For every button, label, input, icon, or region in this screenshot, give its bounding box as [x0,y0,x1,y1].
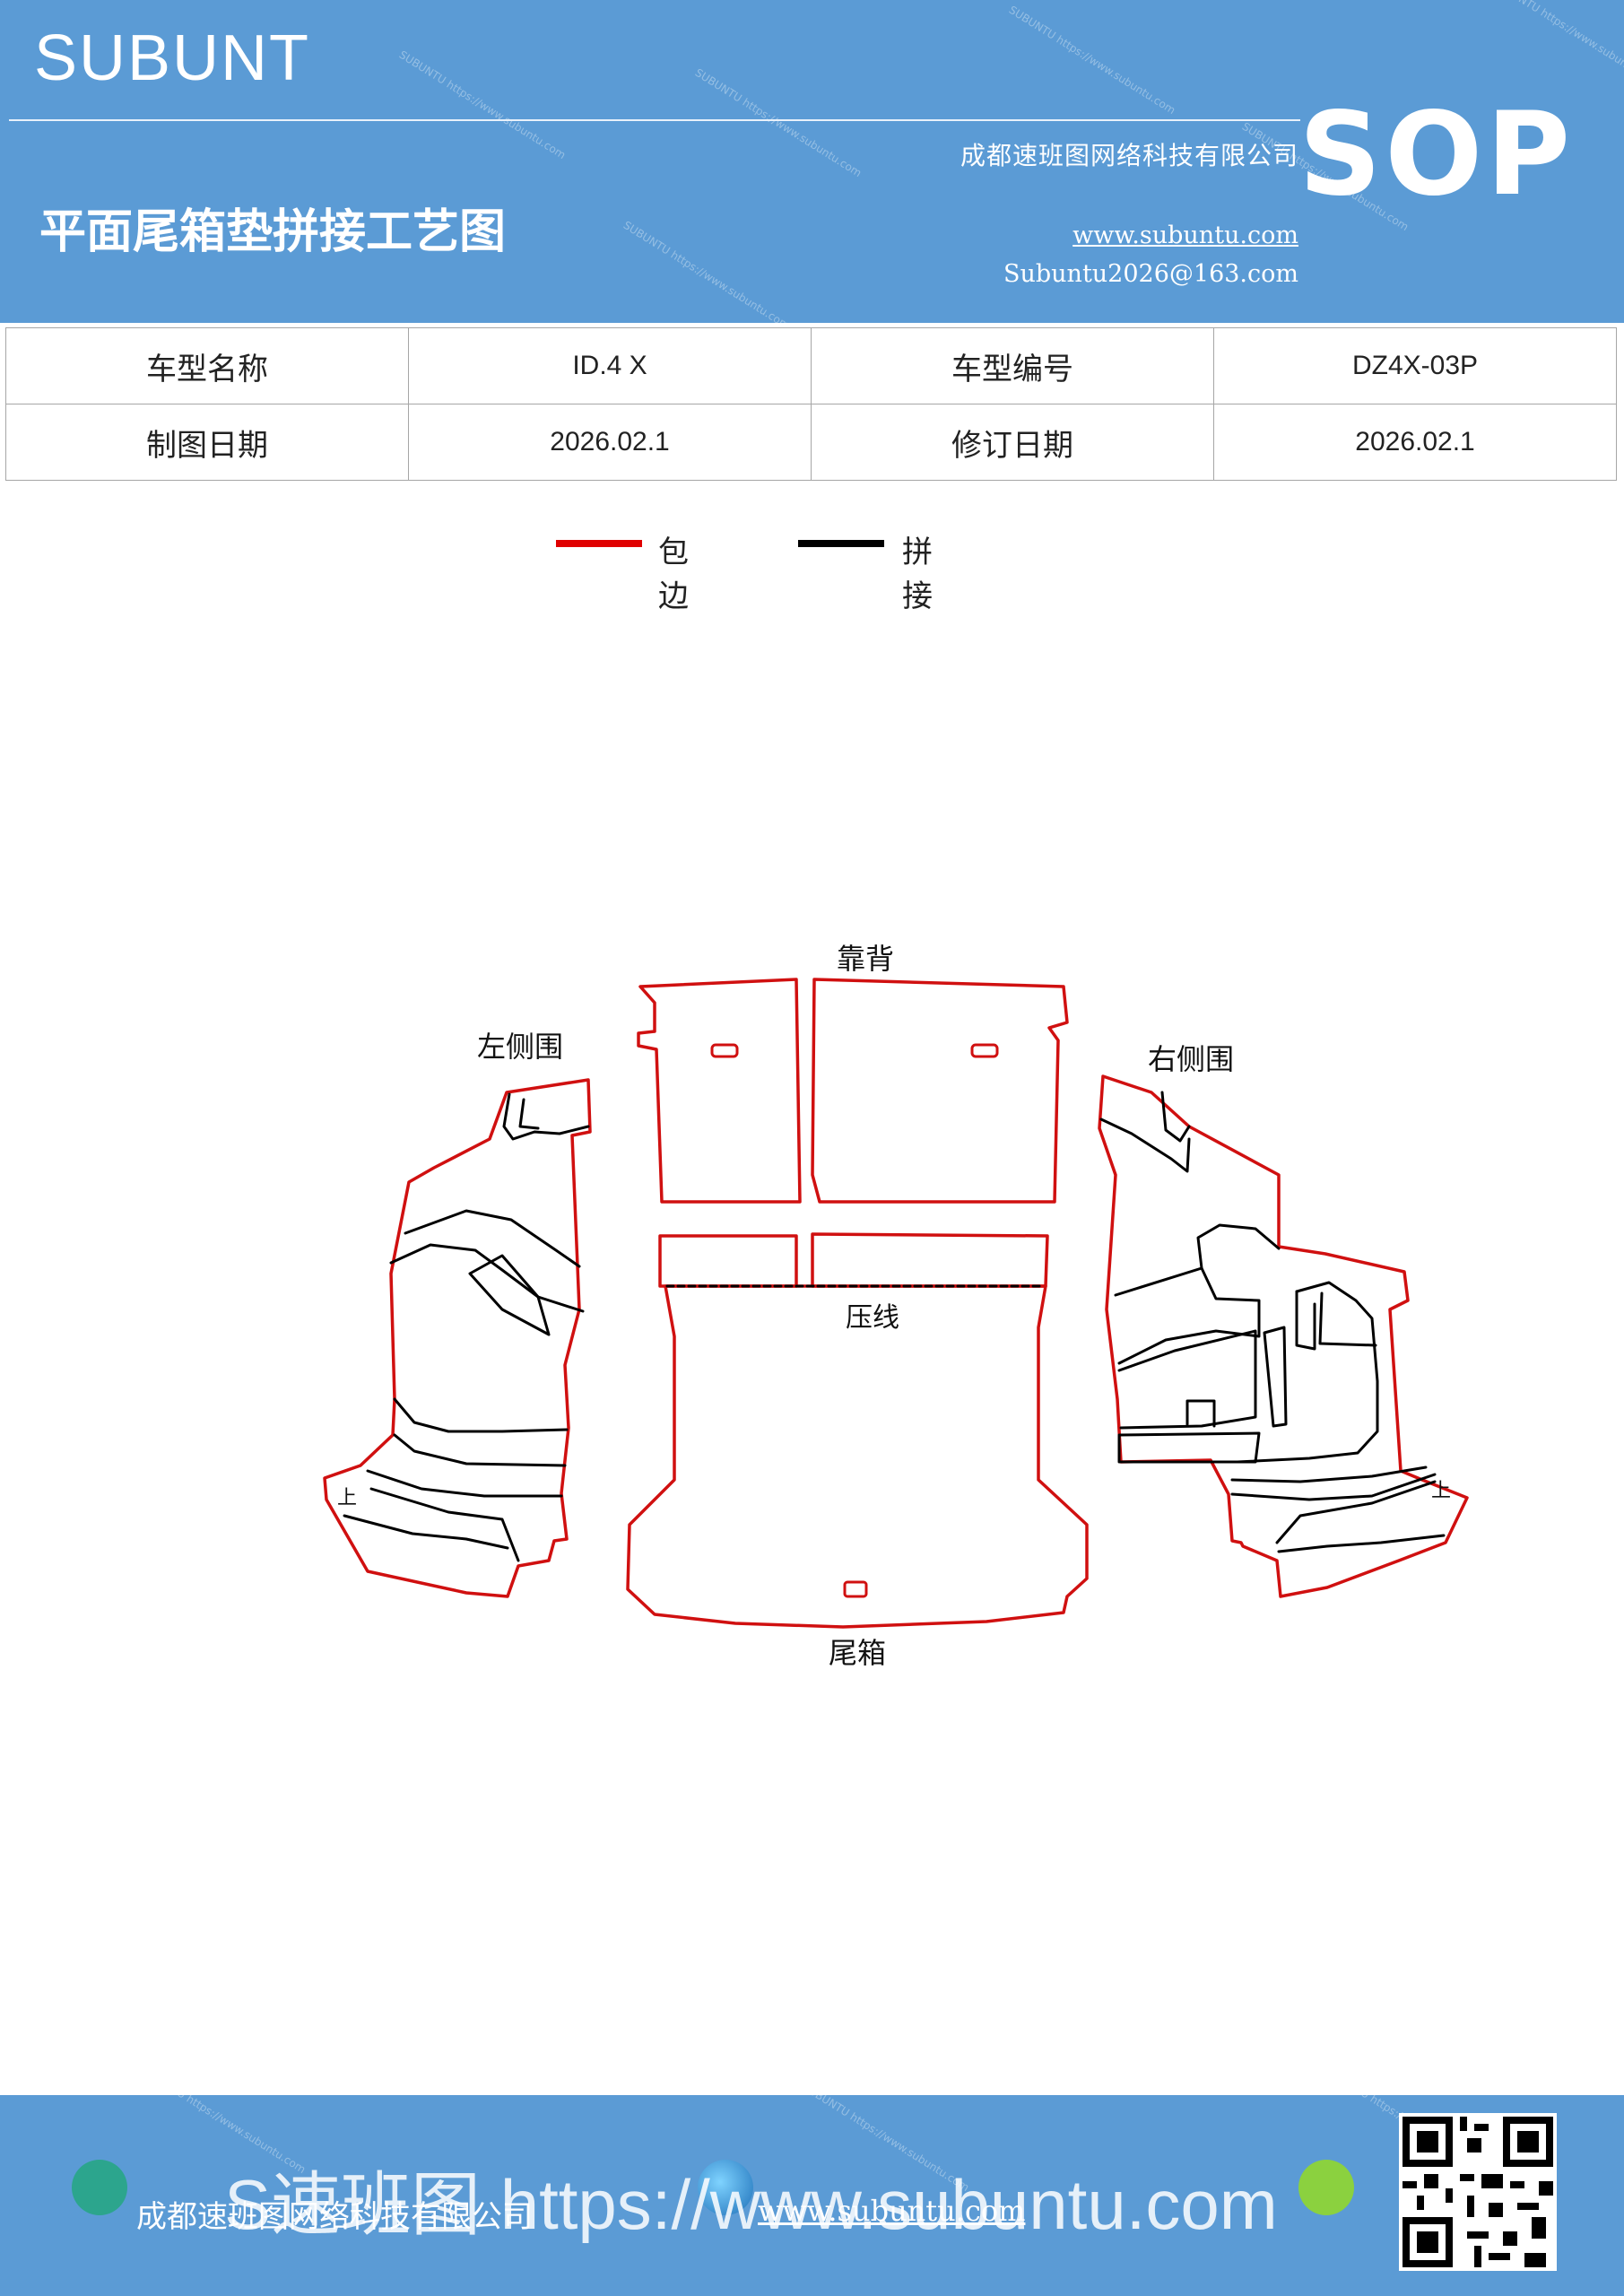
left-seam-9 [369,1487,520,1562]
backrest-left-slot [710,1043,739,1058]
left-seam-8 [366,1469,563,1498]
right-seam-8 [1295,1290,1316,1351]
left-side-outer [323,1078,592,1598]
left-seam-2 [518,1098,540,1130]
qr-code-graphic [1403,2117,1553,2267]
left-seam-4 [389,1243,585,1313]
model-code-label: 车型编号 [811,327,1214,404]
trunk-bottom-slot [843,1580,868,1598]
backrest-right-panel [811,978,1069,1204]
right-seam-1 [1099,1118,1191,1173]
right-side-outer [1098,1074,1469,1598]
right-seam-4 [1117,1266,1261,1365]
wechat-icon [1298,2160,1354,2215]
qr-code-icon[interactable] [1399,2113,1557,2271]
seam-swatch [798,540,884,547]
right-seam-2 [1160,1091,1191,1143]
left-side-label: 左侧围 [477,1030,564,1064]
model-code-value: DZ4X-03P [1213,327,1617,404]
trunk-strip-right [811,1232,1049,1288]
edge-binding-swatch [556,540,642,547]
website-link[interactable]: www.subuntu.com [1073,222,1298,249]
left-seam-1 [502,1092,590,1141]
left-seam-6 [393,1397,569,1433]
trunk-main-panel [626,1284,1089,1629]
right-seam-12 [1230,1465,1428,1483]
right-seam-14 [1275,1480,1437,1544]
right-seam-6 [1263,1326,1288,1428]
email-address: Subuntu2026@163.com [1003,260,1298,288]
footer-company: 成都速班图网络科技有限公司 [136,2199,533,2235]
right-seam-11 [1185,1399,1216,1428]
footer-overlay-text: S速班图 https://www.subuntu.com [224,2165,1278,2244]
table-row: 车型名称 ID.4 X 车型编号 DZ4X-03P [5,327,1617,404]
vehicle-info-table: 车型名称 ID.4 X 车型编号 DZ4X-03P 制图日期 2026.02.1… [5,327,1617,481]
revision-date-label: 修订日期 [811,404,1214,481]
left-up-marker: 上 [337,1487,358,1509]
table-row: 制图日期 2026.02.1 修订日期 2026.02.1 [5,404,1617,481]
globe-icon [698,2160,753,2215]
header-divider [9,119,1300,121]
model-name-label: 车型名称 [5,327,409,404]
edge-binding-label: 包边 [658,535,689,614]
left-seam-7 [393,1433,567,1467]
model-name-value: ID.4 X [408,327,812,404]
left-seam-10 [343,1514,509,1550]
draw-date-label: 制图日期 [5,404,409,481]
draw-date-value: 2026.02.1 [408,404,812,481]
right-seam-3 [1114,1223,1281,1297]
backrest-right-slot [970,1043,999,1058]
sop-badge: SOP [1298,88,1574,222]
right-seam-13 [1230,1473,1437,1501]
left-seam-5 [468,1254,551,1336]
crease-label: 压线 [846,1302,899,1334]
company-name: 成都速班图网络科技有限公司 [960,141,1298,170]
right-seam-9 [1318,1292,1377,1347]
right-seam-5 [1117,1329,1257,1430]
page-title: 平面尾箱垫拼接工艺图 [39,205,507,259]
right-seam-10 [1117,1431,1261,1464]
right-up-marker: 上 [1431,1480,1452,1502]
backrest-label: 靠背 [837,942,895,976]
seam-label: 拼接 [902,535,933,614]
brand-name: SUBUNT [34,22,311,94]
header-banner: SUBUNTU https://www.subuntu.com SUBUNTU … [0,0,1624,323]
footer-banner: SUBUNTU https://www.subuntu.com SUBUNTU … [0,2095,1624,2296]
footer-website-link[interactable]: www.subuntu.com [758,2194,1026,2228]
backrest-left-panel [637,978,802,1204]
trunk-strip-left [658,1234,798,1288]
right-seam-7 [1236,1281,1379,1464]
right-side-label: 右侧围 [1148,1042,1235,1076]
right-seam-15 [1277,1534,1446,1553]
trunk-label: 尾箱 [829,1636,887,1670]
revision-date-value: 2026.02.1 [1213,404,1617,481]
home-icon [72,2160,127,2215]
left-seam-3 [404,1209,581,1268]
